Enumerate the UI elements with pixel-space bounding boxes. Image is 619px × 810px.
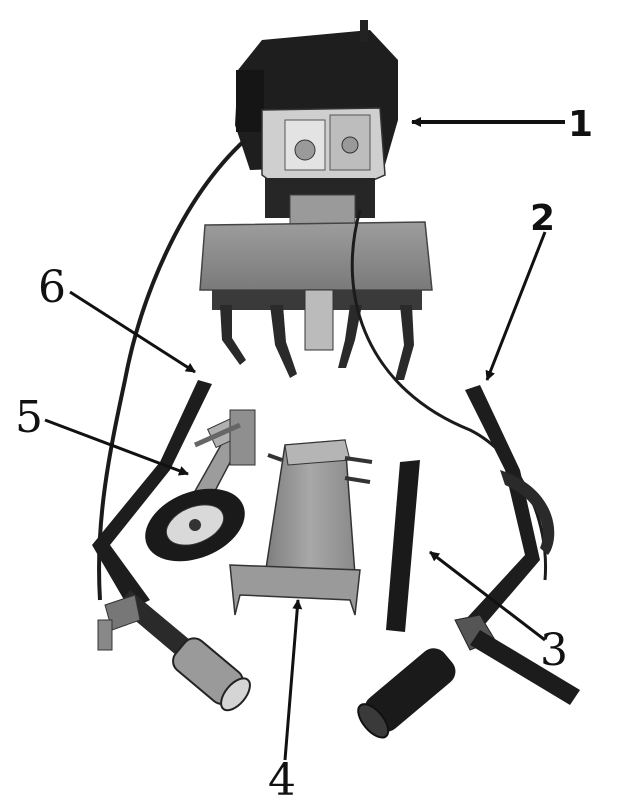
transport-wheel [145,409,256,562]
leader-arrow-2 [485,231,547,381]
callout-6: 6 [38,262,66,313]
callout-2: 2 [530,198,555,239]
depth-bar [386,460,420,632]
wheel-support-bracket [229,439,373,616]
engine-tiller-unit [199,20,433,380]
leader-arrow-6 [69,290,196,374]
leader-arrow-5 [44,418,189,476]
throttle-cable-left [97,138,247,601]
callout-4: 4 [268,755,296,806]
callout-1: 1 [568,104,593,145]
leader-arrow-4 [283,599,303,761]
left-handle [92,380,251,712]
leader-arrow-3 [429,550,546,642]
callout-3: 3 [540,625,568,676]
throttle-cable-right [350,209,548,581]
right-handle [357,385,580,739]
callout-5: 5 [15,392,43,443]
